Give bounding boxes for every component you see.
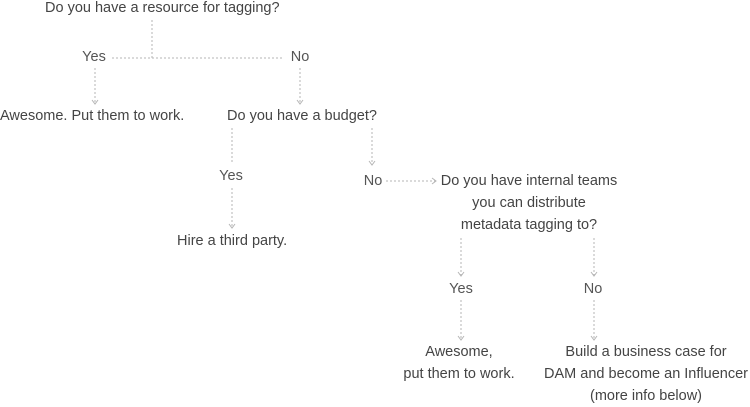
arrow-q1-yes: [91, 99, 99, 105]
q1-no-label: No: [290, 49, 310, 65]
question-have-budget: Do you have a budget?: [227, 108, 377, 124]
answer-put-them-to-work: Awesome. Put them to work.: [0, 108, 185, 124]
arrow-q2-yes: [228, 223, 236, 229]
question-internal-teams: Do you have internal teams you can distr…: [441, 170, 618, 236]
answer-business-case-line-2: DAM and become an Influencer: [544, 366, 748, 382]
q2-no-label: No: [363, 173, 383, 189]
q3-no-label: No: [583, 281, 603, 297]
question-resource-for-tagging: Do you have a resource for tagging?: [45, 0, 280, 16]
arrow-q3-no-top: [590, 271, 598, 277]
question-internal-teams-line-3: metadata tagging to?: [460, 217, 598, 233]
arrow-q1-no: [296, 99, 304, 105]
answer-awesome-line-2: put them to work.: [403, 366, 515, 382]
q3-yes-label: Yes: [449, 281, 473, 297]
answer-build-business-case: Build a business case for DAM and become…: [544, 341, 748, 407]
question-internal-teams-line-2: you can distribute: [472, 195, 586, 211]
arrow-q3-yes: [457, 335, 465, 341]
answer-hire-third-party: Hire a third party.: [177, 233, 288, 249]
answer-business-case-line-3: (more info below): [589, 388, 703, 404]
answer-awesome-put-to-work: Awesome, put them to work.: [403, 341, 514, 385]
answer-business-case-line-1: Build a business case for: [565, 344, 727, 360]
q2-yes-label: Yes: [219, 168, 243, 184]
arrow-to-q3: [431, 177, 437, 185]
question-internal-teams-line-1: Do you have internal teams: [440, 173, 618, 189]
arrow-q2-no: [368, 160, 376, 166]
arrow-q3-yes-top: [457, 271, 465, 277]
arrow-q3-no: [590, 335, 598, 341]
q1-yes-label: Yes: [82, 49, 106, 65]
answer-awesome-line-1: Awesome,: [425, 344, 493, 360]
